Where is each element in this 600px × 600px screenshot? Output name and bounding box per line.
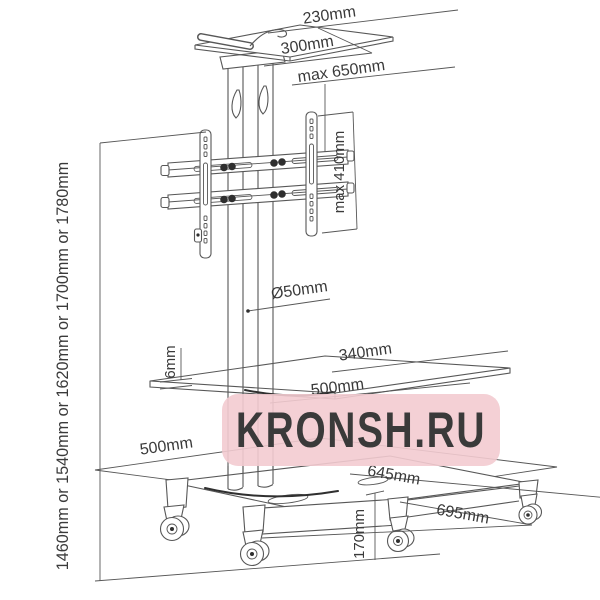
- caster-wheel: [239, 529, 270, 567]
- watermark: KRONSH.RU: [222, 394, 500, 466]
- caster-wheel: [159, 504, 190, 542]
- watermark-text: KRONSH.RU: [236, 401, 486, 458]
- bracket-screws: [220, 158, 286, 204]
- cable-hole: [231, 89, 242, 119]
- dim-label-overall-height: 1460mm or 1540mm or 1620mm or 1700mm or …: [54, 162, 72, 570]
- tv-bracket: [160, 111, 355, 259]
- dim-label-bracket-height: max 410mm: [331, 131, 348, 214]
- caster-wheel: [386, 515, 415, 553]
- dim-bracket-height: max 410mm: [317, 111, 358, 234]
- shelf-hook: [249, 29, 288, 47]
- watermark-background: [222, 394, 500, 466]
- dim-label-base-width: 500mm: [139, 434, 194, 458]
- dim-label-top-shelf-depth: 230mm: [302, 3, 357, 27]
- dim-overall-height: 1460mm or 1540mm or 1620mm or 1700mm or …: [54, 131, 207, 581]
- dim-label-pole-diameter: Ø50mm: [270, 278, 329, 303]
- dim-label-mid-shelf-width: 500mm: [310, 376, 365, 399]
- dim-base-height: 170mm: [351, 490, 385, 560]
- dim-mid-shelf-depth: 340mm: [331, 340, 509, 373]
- dim-pole-diameter: Ø50mm: [246, 278, 331, 313]
- dim-label-base-leg-length: 695mm: [435, 502, 491, 528]
- dim-mid-shelf-thickness: 6mm: [159, 345, 193, 390]
- caster-wheel: [518, 493, 543, 525]
- dim-label-max-lift: max 650mm: [297, 57, 387, 86]
- cable-hole: [258, 85, 269, 115]
- floor-line: [94, 553, 441, 582]
- top-shelf: [194, 24, 394, 70]
- dim-base-width: 500mm: [139, 434, 194, 458]
- dim-label-mid-shelf-thickness: 6mm: [162, 345, 179, 378]
- dim-label-base-height: 170mm: [351, 509, 368, 559]
- dim-label-mid-shelf-depth: 340mm: [338, 340, 393, 364]
- bracket-rails: [193, 111, 318, 259]
